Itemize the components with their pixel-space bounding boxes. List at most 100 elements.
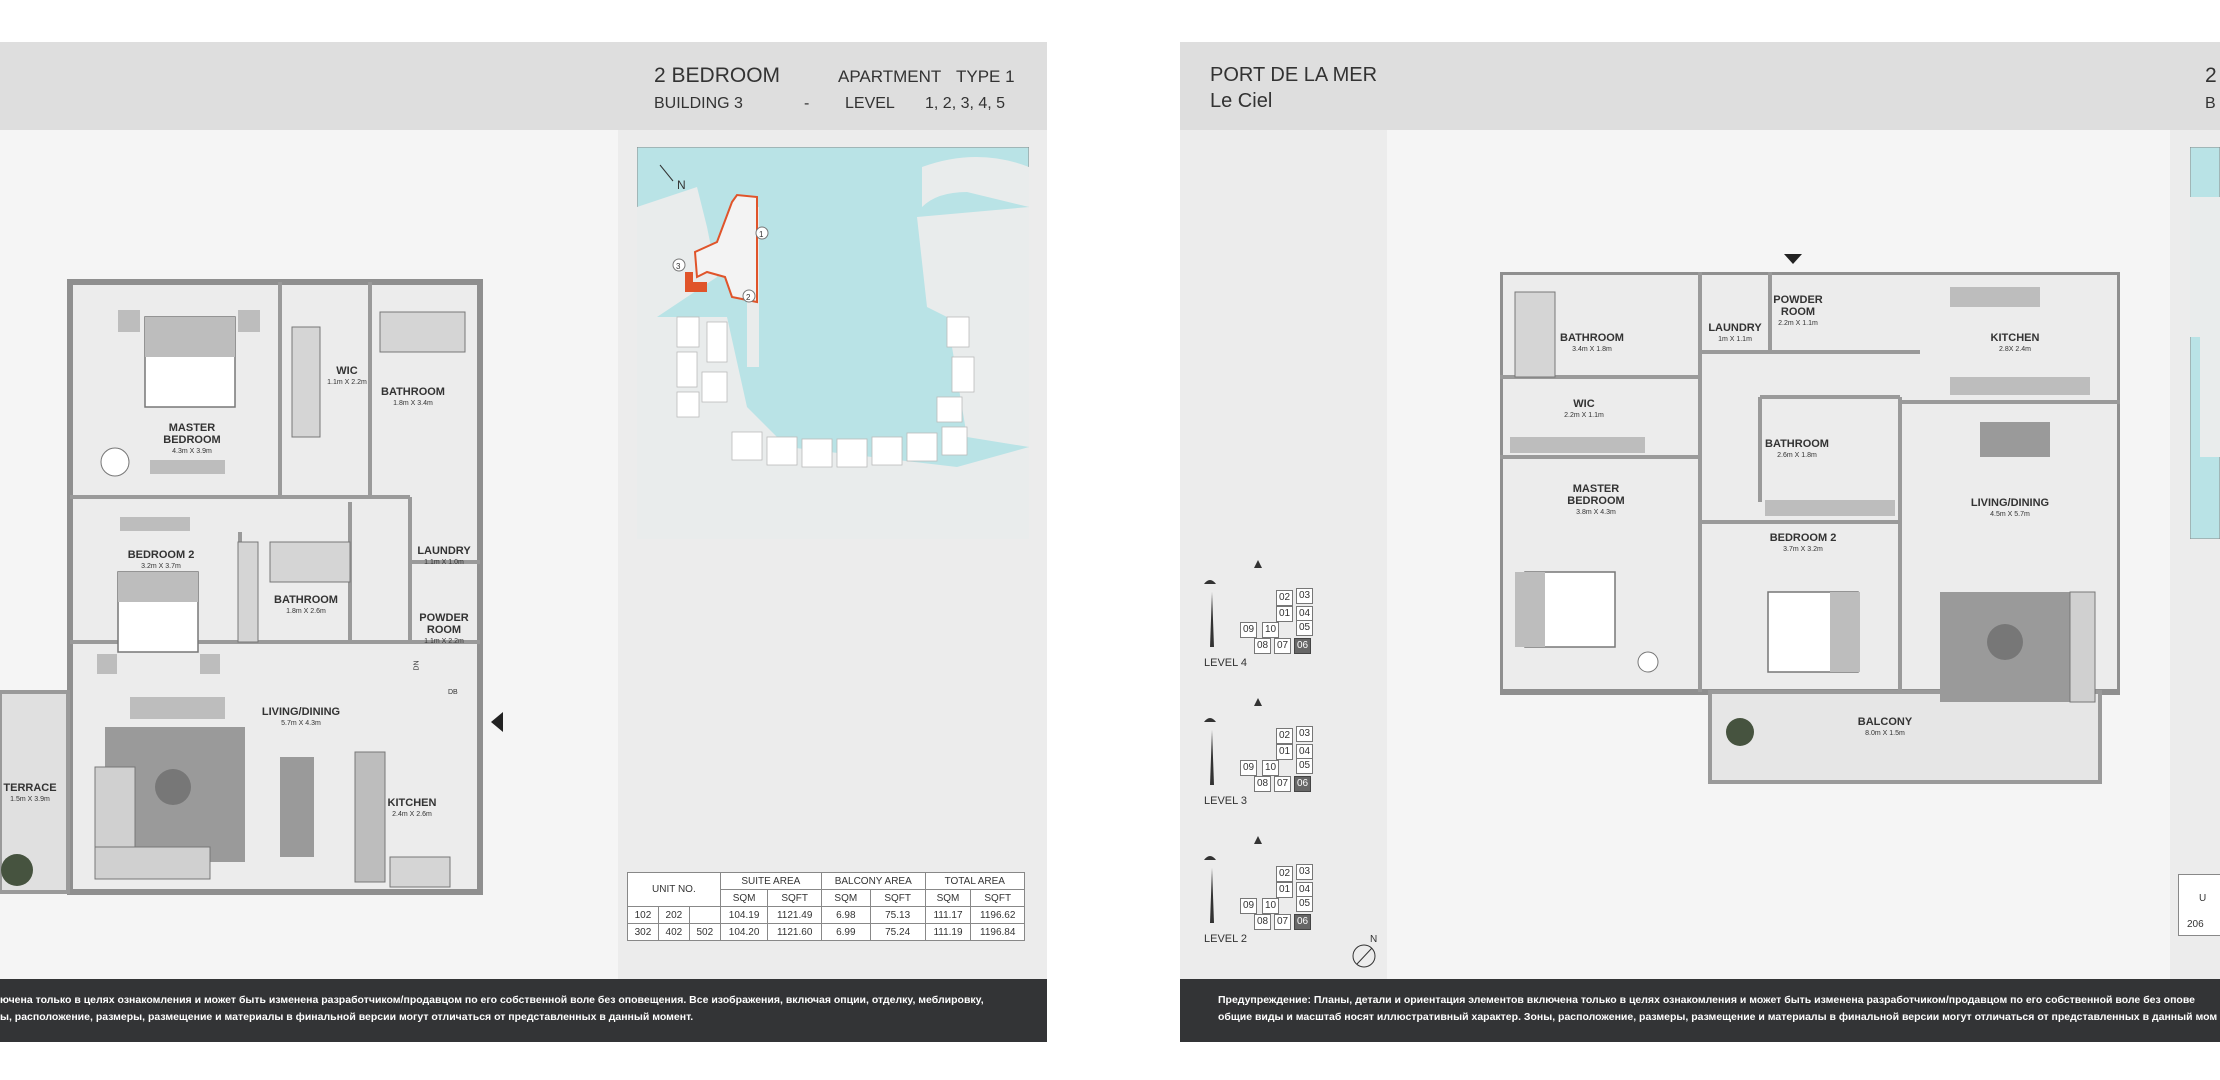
cell: 111.19 (924, 923, 972, 941)
cell: 6.98 (820, 906, 871, 924)
keyplan-cell: 08 (1254, 914, 1272, 930)
keyplan-cell: 01 (1276, 744, 1294, 760)
cut-header-top: 2 (2205, 64, 2217, 87)
right-disclaimer-footer: Предупреждение: Планы, детали и ориентац… (1180, 979, 2220, 1042)
keyplan-cell: 03 (1296, 588, 1314, 604)
map-north-label: N (677, 178, 686, 192)
left-disclaimer-footer: ючена только в целях ознакомления и може… (0, 979, 1047, 1042)
table-cut-row: 206 (2187, 919, 2204, 930)
keyplan-cell: 02 (1276, 590, 1294, 606)
keyplan-cell: 07 (1274, 638, 1292, 654)
keyplan-cell: 08 (1254, 638, 1272, 654)
cell: 111.17 (924, 906, 972, 924)
site-location-map: N 1 2 3 (637, 147, 1029, 539)
keyplan-cell: 05 (1296, 620, 1314, 636)
keyplan-level-label: LEVEL 3 (1204, 795, 1248, 807)
cell: 202 (657, 906, 690, 924)
table-row: 302 402 502 104.20 1121.60 6.99 75.24 11… (627, 923, 1025, 941)
keyplan-cell-highlighted: 06 (1294, 638, 1312, 654)
cell: 302 (627, 923, 659, 941)
keyplan-cell: 08 (1254, 776, 1272, 792)
db-label: DB (448, 689, 458, 696)
site-location-map-cut (2190, 147, 2220, 539)
th-sqft: SQFT (970, 889, 1025, 907)
keyplan-level-2: LEVEL 2 (1198, 828, 1308, 958)
keyplan-cell-highlighted: 06 (1294, 914, 1312, 930)
th-unit-no: UNIT NO. (627, 872, 721, 907)
left-floorplan-drawing (0, 279, 483, 895)
keyplan-cell: 10 (1262, 898, 1280, 914)
left-floorplan-page: 2 BEDROOM APARTMENT TYPE 1 BUILDING 3 - … (0, 42, 1047, 1042)
cell (688, 906, 721, 924)
th-suite-area: SUITE AREA (719, 872, 822, 890)
cut-header-bottom: B (2205, 95, 2216, 112)
level-list: 1, 2, 3, 4, 5 (925, 95, 1006, 112)
cell: 75.13 (869, 906, 926, 924)
map-marker-1: 1 (759, 230, 764, 239)
cell: 104.19 (719, 906, 769, 924)
th-total-area: TOTAL AREA (924, 872, 1026, 890)
keyplan-cell: 01 (1276, 882, 1294, 898)
th-sqm: SQM (924, 889, 972, 907)
cell: 1196.62 (970, 906, 1025, 924)
compass-north-label: N (1370, 934, 1377, 945)
disclaimer-line-1: ючена только в целях ознакомления и може… (0, 994, 984, 1006)
keyplan-cell: 04 (1296, 882, 1314, 898)
unit-area-table: UNIT NO. SUITE AREA BALCONY AREA TOTAL A… (627, 872, 1026, 941)
th-sqft: SQFT (767, 889, 822, 907)
keyplan-level-4-drawing (1204, 560, 1262, 647)
disclaimer-line-2: ы, расположение, размеры, размещение и м… (0, 1011, 694, 1023)
right-floorplan-drawing (1500, 272, 2120, 784)
th-sqft: SQFT (869, 889, 926, 907)
entrance-arrow-icon (1784, 254, 1802, 264)
table-row: 102 202 104.19 1121.49 6.98 75.13 111.17… (627, 906, 1025, 924)
building-label: BUILDING 3 (654, 95, 743, 112)
compass-icon: N (1352, 934, 1377, 968)
map-marker-3: 3 (676, 262, 681, 271)
building-name: Le Ciel (1210, 90, 1273, 112)
keyplan-level-2-drawing (1204, 836, 1262, 923)
apartment-type-number: TYPE 1 (956, 67, 1015, 86)
keyplan-cell: 07 (1274, 914, 1292, 930)
cell: 1121.60 (767, 923, 822, 941)
level-label: LEVEL (845, 95, 895, 112)
cell: 1121.49 (767, 906, 822, 924)
cell: 102 (627, 906, 659, 924)
unit-area-table-cut: U 206 (2178, 874, 2220, 936)
cell: 1196.84 (970, 923, 1025, 941)
apartment-type-title: 2 BEDROOM (654, 64, 781, 87)
keyplan-level-3-drawing (1204, 698, 1262, 785)
th-balcony-area: BALCONY AREA (820, 872, 926, 890)
keyplan-cell-highlighted: 06 (1294, 776, 1312, 792)
keyplan-cell: 05 (1296, 896, 1314, 912)
disclaimer-line-1: Предупреждение: Планы, детали и ориентац… (1218, 994, 2195, 1006)
keyplan-cell: 09 (1240, 760, 1258, 776)
left-page-header: 2 BEDROOM APARTMENT TYPE 1 BUILDING 3 - … (0, 42, 1047, 130)
keyplan-level-3: LEVEL 3 (1198, 690, 1308, 820)
cell: 6.99 (820, 923, 871, 941)
right-page-header: PORT DE LA MER Le Ciel 2 B (1180, 42, 2220, 130)
keyplan-cell: 02 (1276, 728, 1294, 744)
keyplan-cell: 01 (1276, 606, 1294, 622)
keyplan-cell: 04 (1296, 744, 1314, 760)
map-marker-2: 2 (746, 293, 751, 302)
keyplan-cell: 09 (1240, 898, 1258, 914)
cell: 75.24 (869, 923, 926, 941)
keyplan-cell: 03 (1296, 726, 1314, 742)
keyplan-cell: 07 (1274, 776, 1292, 792)
right-floorplan-page: PORT DE LA MER Le Ciel 2 B (1180, 42, 2220, 1042)
right-side-column-left (1180, 130, 1387, 979)
